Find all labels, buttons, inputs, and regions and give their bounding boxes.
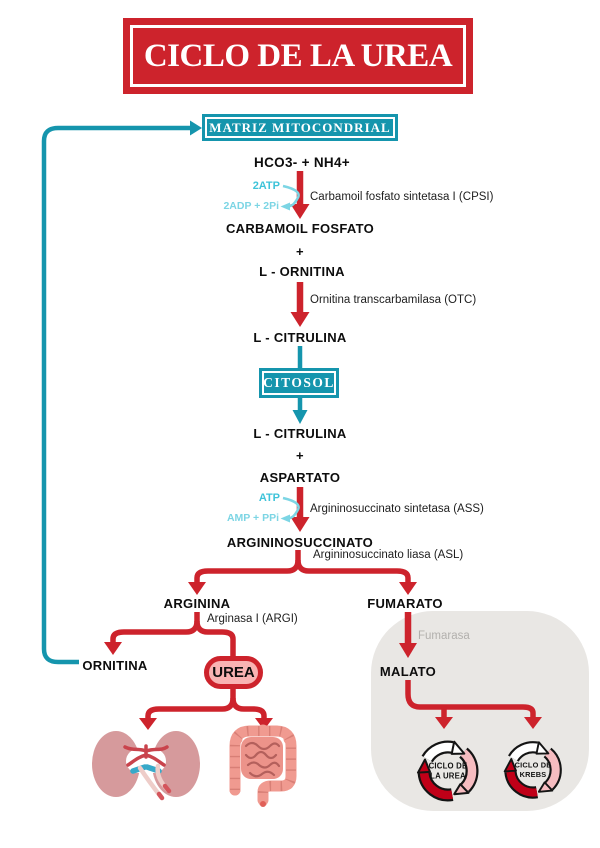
arginase-enzyme-label: Arginasa I (ARGI) xyxy=(207,613,298,625)
small-intestine-squiggles xyxy=(244,741,281,778)
ass-arrow xyxy=(290,487,310,532)
urea-excretion-arrows xyxy=(139,689,273,730)
ass-enzyme-label: Argininosuccinato sintetasa (ASS) xyxy=(310,503,484,515)
fumarase-enzyme-label: Fumarasa xyxy=(418,630,470,642)
otc-enzyme-label: Ornitina transcarbamilasa (OTC) xyxy=(310,294,477,306)
urea-cycle-icon-label-1: CICLO DE xyxy=(429,762,468,771)
cpsi-enzyme-label: Carbamoil fosfato sintetasa I (CPSI) xyxy=(310,191,494,203)
aspartate-label: ASPARTATO xyxy=(259,470,341,485)
matrix-label: MATRIZ MITOCONDRIAL xyxy=(209,119,391,135)
l-ornithine-label: L - ORNITINA xyxy=(259,264,345,279)
cpsi-adp-label: 2ADP + 2Pi xyxy=(223,200,279,212)
colon-frame xyxy=(229,724,297,807)
urea-cycle-icon-label-2: LA UREA xyxy=(430,772,466,781)
cycle-arrows xyxy=(417,740,479,802)
cytosol-box: CITOSOL xyxy=(259,368,339,398)
ornithine-feedback-line xyxy=(41,120,202,665)
renal-veins xyxy=(130,764,162,774)
ornithine-label: ORNITINA xyxy=(82,658,148,673)
carbamoyl-phosphate-label: CARBAMOIL FOSFATO xyxy=(225,221,375,236)
cpsi-atp-label: 2ATP xyxy=(252,180,280,192)
mitochondrial-matrix-box: MATRIZ MITOCONDRIAL xyxy=(202,114,398,141)
ass-atp-curve xyxy=(280,496,300,523)
urea-cycle-icon: CICLO DE LA UREA xyxy=(417,740,479,802)
substrates-label: HCO3- + NH4+ xyxy=(254,155,350,170)
page-title: CICLO DE LA UREA xyxy=(143,37,453,74)
renal-arteries xyxy=(123,744,169,767)
intestine-illustration xyxy=(229,724,297,807)
krebs-cycle-icon: CICLO DE KREBS xyxy=(503,741,562,799)
small-intestine-area xyxy=(241,737,283,779)
title-inner-border: CICLO DE LA UREA xyxy=(130,25,466,87)
cytosol-inner-border: CITOSOL xyxy=(262,371,336,395)
title-box: CICLO DE LA UREA xyxy=(123,18,473,94)
kidney-bodies xyxy=(92,731,200,797)
kidneys-illustration xyxy=(92,731,200,801)
malate-label: MALATO xyxy=(379,664,437,679)
otc-arrow xyxy=(290,282,310,327)
l-citrulline-cytosol-label: L - CITRULINA xyxy=(253,426,347,441)
asl-branch-arrows xyxy=(188,550,417,595)
argininosuccinate-label: ARGININOSUCCINATO xyxy=(226,535,374,550)
l-citrulline-matrix-label: L - CITRULINA xyxy=(253,330,347,345)
ass-atp-label: ATP xyxy=(258,492,280,504)
cpsi-atp-curve xyxy=(280,184,300,211)
ureter-tips xyxy=(156,783,172,801)
arginine-label: ARGININA xyxy=(163,596,231,611)
krebs-cycle-icon-label-2: KREBS xyxy=(520,770,547,779)
malate-branch-arrows xyxy=(405,680,542,729)
krebs-cycle-icon-label-1: CICLO DE xyxy=(515,761,552,770)
urea-pill: UREA xyxy=(204,656,263,689)
ass-amp-label: AMP + PPi xyxy=(226,512,279,524)
fumarase-arrow xyxy=(399,612,417,658)
fumarate-label: FUMARATO xyxy=(367,596,443,611)
cycle-arrows xyxy=(503,741,562,799)
cytosol-label: CITOSOL xyxy=(263,375,335,390)
matrix-inner-border: MATRIZ MITOCONDRIAL xyxy=(205,117,395,138)
cpsi-arrow xyxy=(290,171,310,219)
arginase-branch-arrows xyxy=(104,612,236,658)
plus-sign-2: + xyxy=(296,448,304,463)
plus-sign-1: + xyxy=(296,244,304,259)
asl-enzyme-label: Argininosuccinato liasa (ASL) xyxy=(313,549,464,561)
